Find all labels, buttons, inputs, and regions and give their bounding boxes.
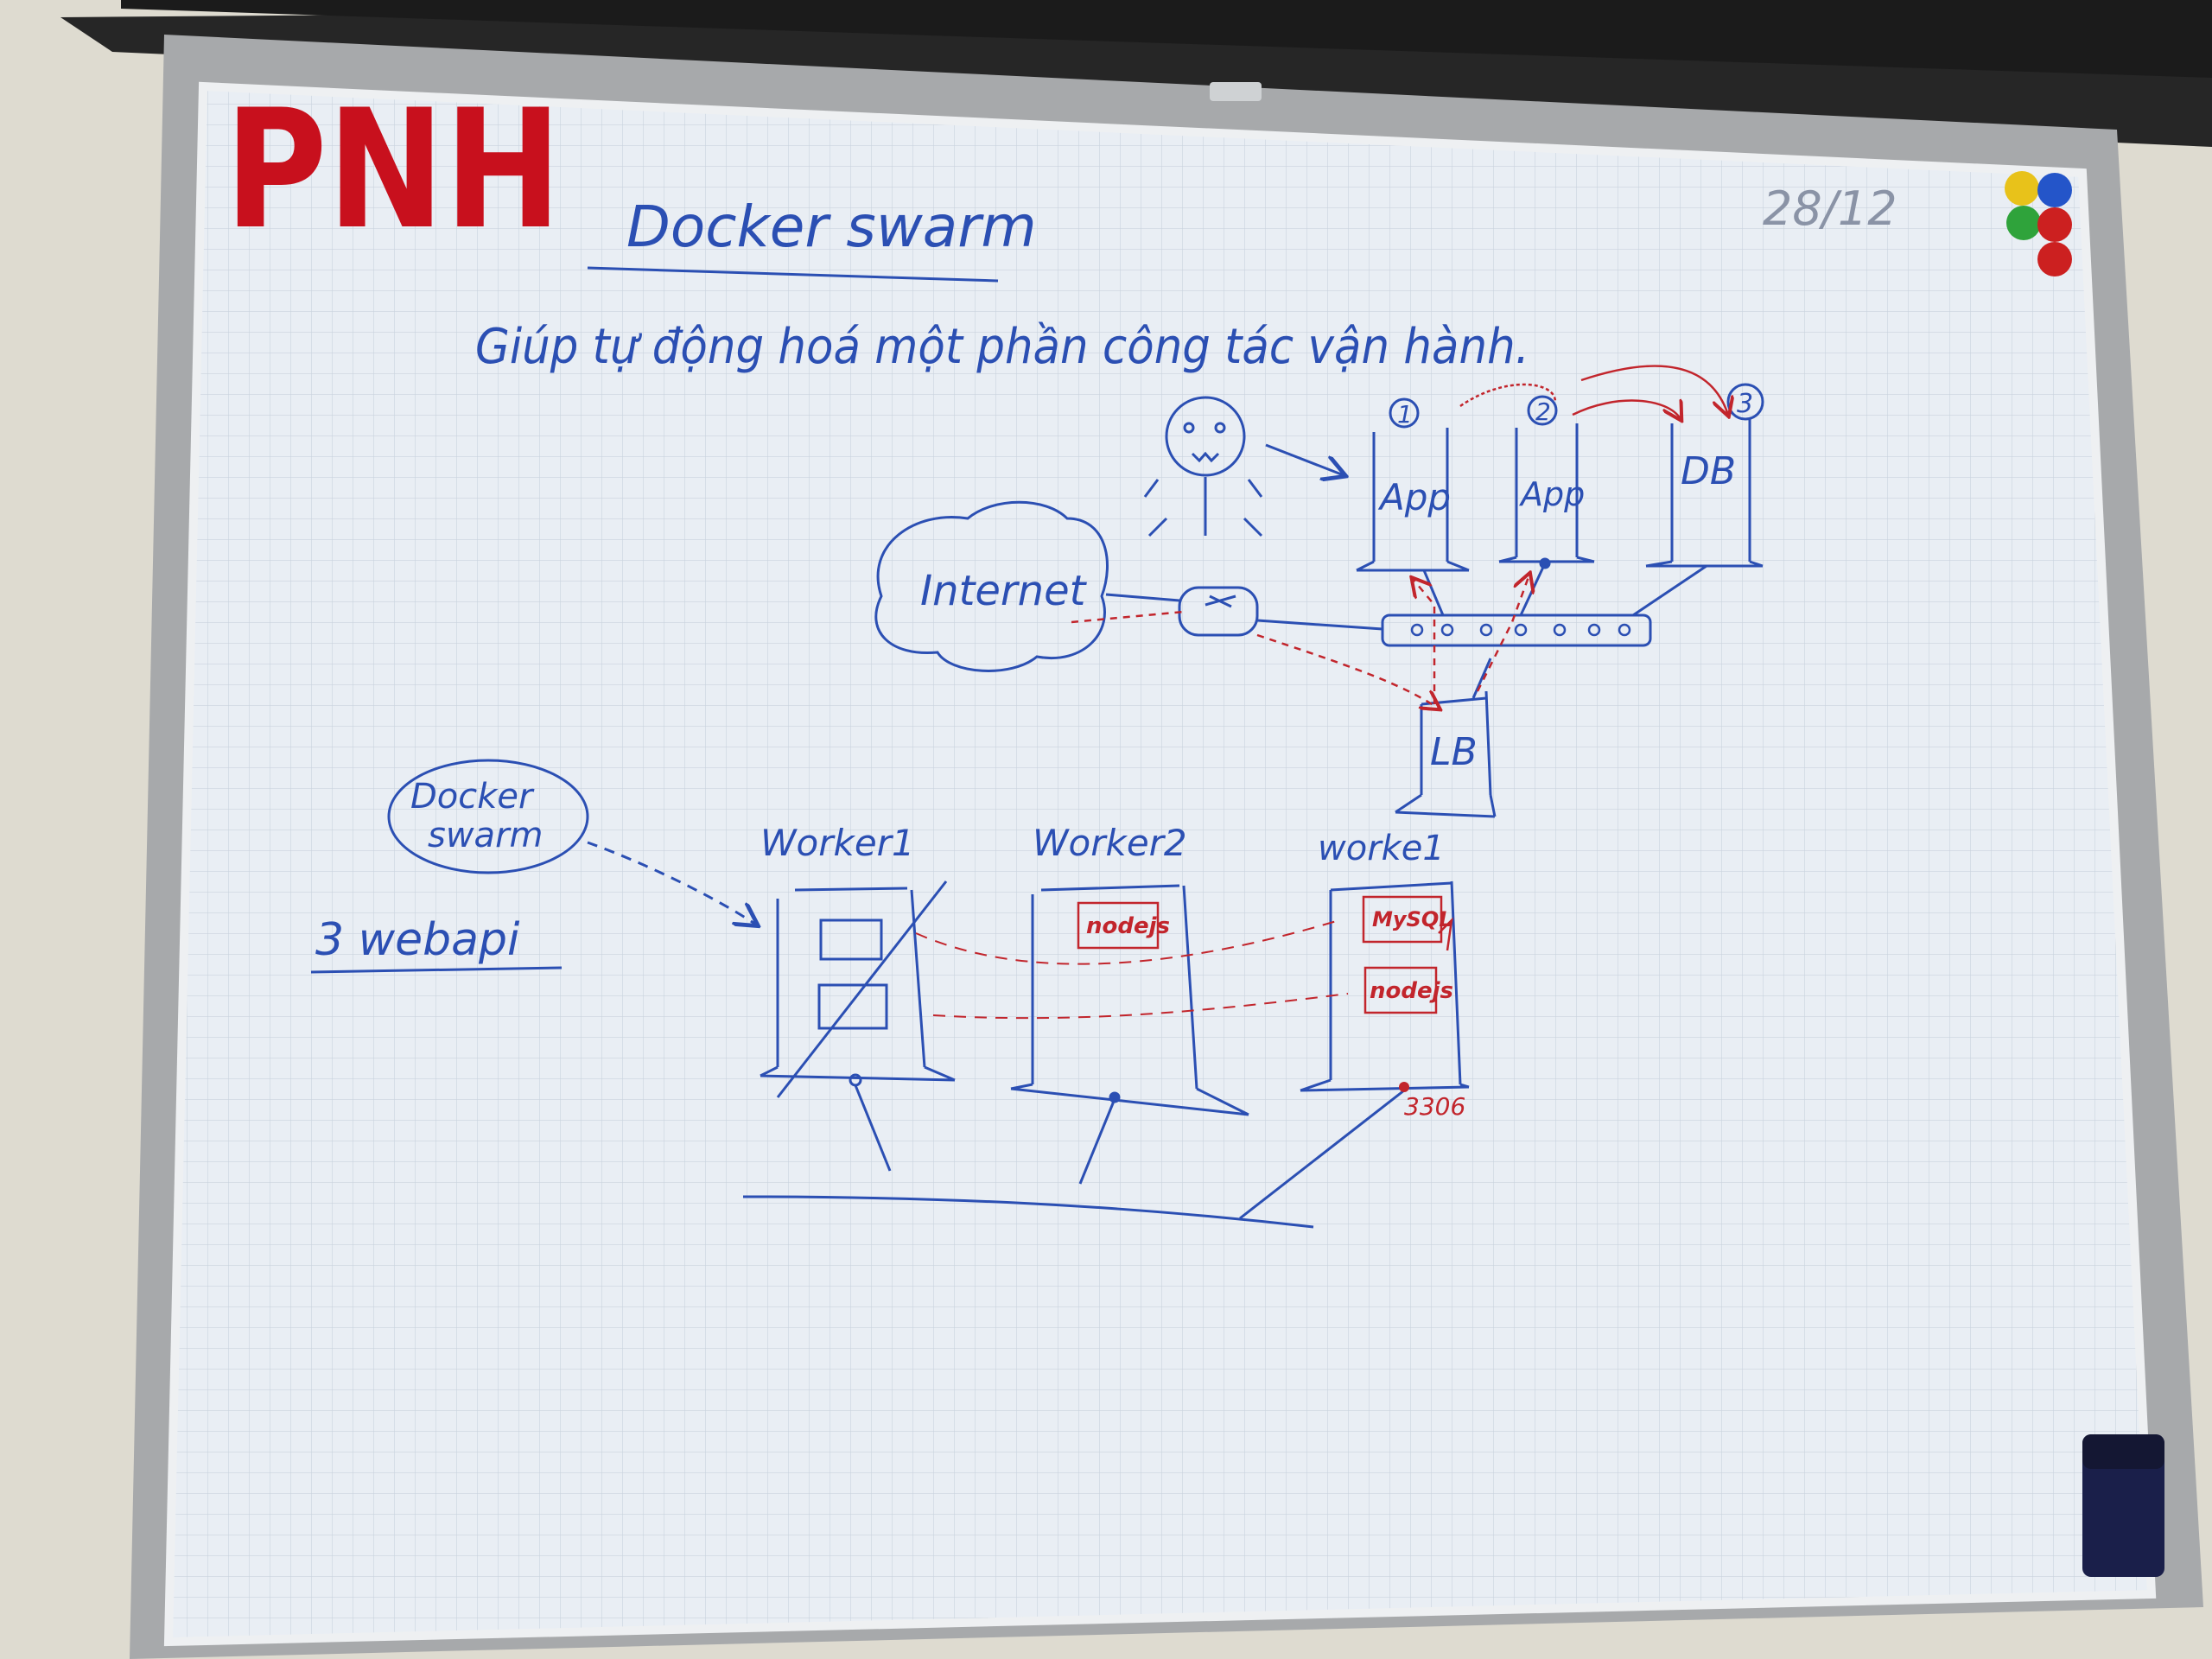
worker-3-container-2-label: nodejs — [1370, 978, 1453, 1004]
load-balancer — [1395, 658, 1497, 818]
load-balancer-label: LB — [1430, 730, 1478, 774]
board-date: 28/12 — [1763, 181, 1897, 236]
worker-2-container-nodejs — [1077, 901, 1160, 950]
worker-3-container-1-label: MySQL — [1372, 907, 1452, 931]
board-clip — [1210, 82, 1262, 101]
internet-label: Internet — [920, 567, 1088, 615]
server-3-label: DB — [1681, 449, 1736, 493]
worker-3-container-mysql — [1362, 895, 1443, 944]
worker-3-container-nodejs — [1363, 966, 1438, 1014]
webapi-note: 3 webapi — [315, 914, 520, 966]
server-1-number: 1 — [1397, 400, 1413, 429]
server-1-label: App — [1377, 476, 1451, 518]
network-bus — [742, 1195, 1314, 1229]
worker-3-label: worke1 — [1318, 829, 1445, 868]
port-dot — [1399, 1082, 1409, 1092]
board-title: Docker swarm — [626, 194, 1037, 260]
magnets — [2005, 171, 2072, 276]
swarm-bubble-line2: swarm — [428, 816, 543, 855]
server-2-number: 2 — [1535, 397, 1551, 426]
server-3-number: 3 — [1737, 389, 1753, 419]
worker-3-node — [1239, 880, 1470, 1220]
worker-2-container-label: nodejs — [1086, 913, 1170, 939]
worker-1-label: Worker1 — [760, 822, 915, 864]
server-2-label: App — [1518, 475, 1585, 513]
swarm-bubble — [387, 759, 589, 874]
swarm-bubble-line1: Docker — [410, 777, 535, 817]
port-label: 3306 — [1404, 1092, 1465, 1121]
pnh-logo: PNH — [225, 74, 562, 265]
worker-2-label: Worker2 — [1033, 822, 1187, 864]
user-stick-figure — [1143, 396, 1263, 537]
board-subtitle: Giúp tự động hoá một phần công tác vận h… — [475, 319, 1529, 375]
network-switch — [1381, 613, 1652, 647]
internet-cloud — [874, 500, 1109, 672]
worker-2-node — [1010, 884, 1249, 1185]
worker-1-node — [760, 880, 956, 1172]
eraser — [2082, 1434, 2164, 1577]
